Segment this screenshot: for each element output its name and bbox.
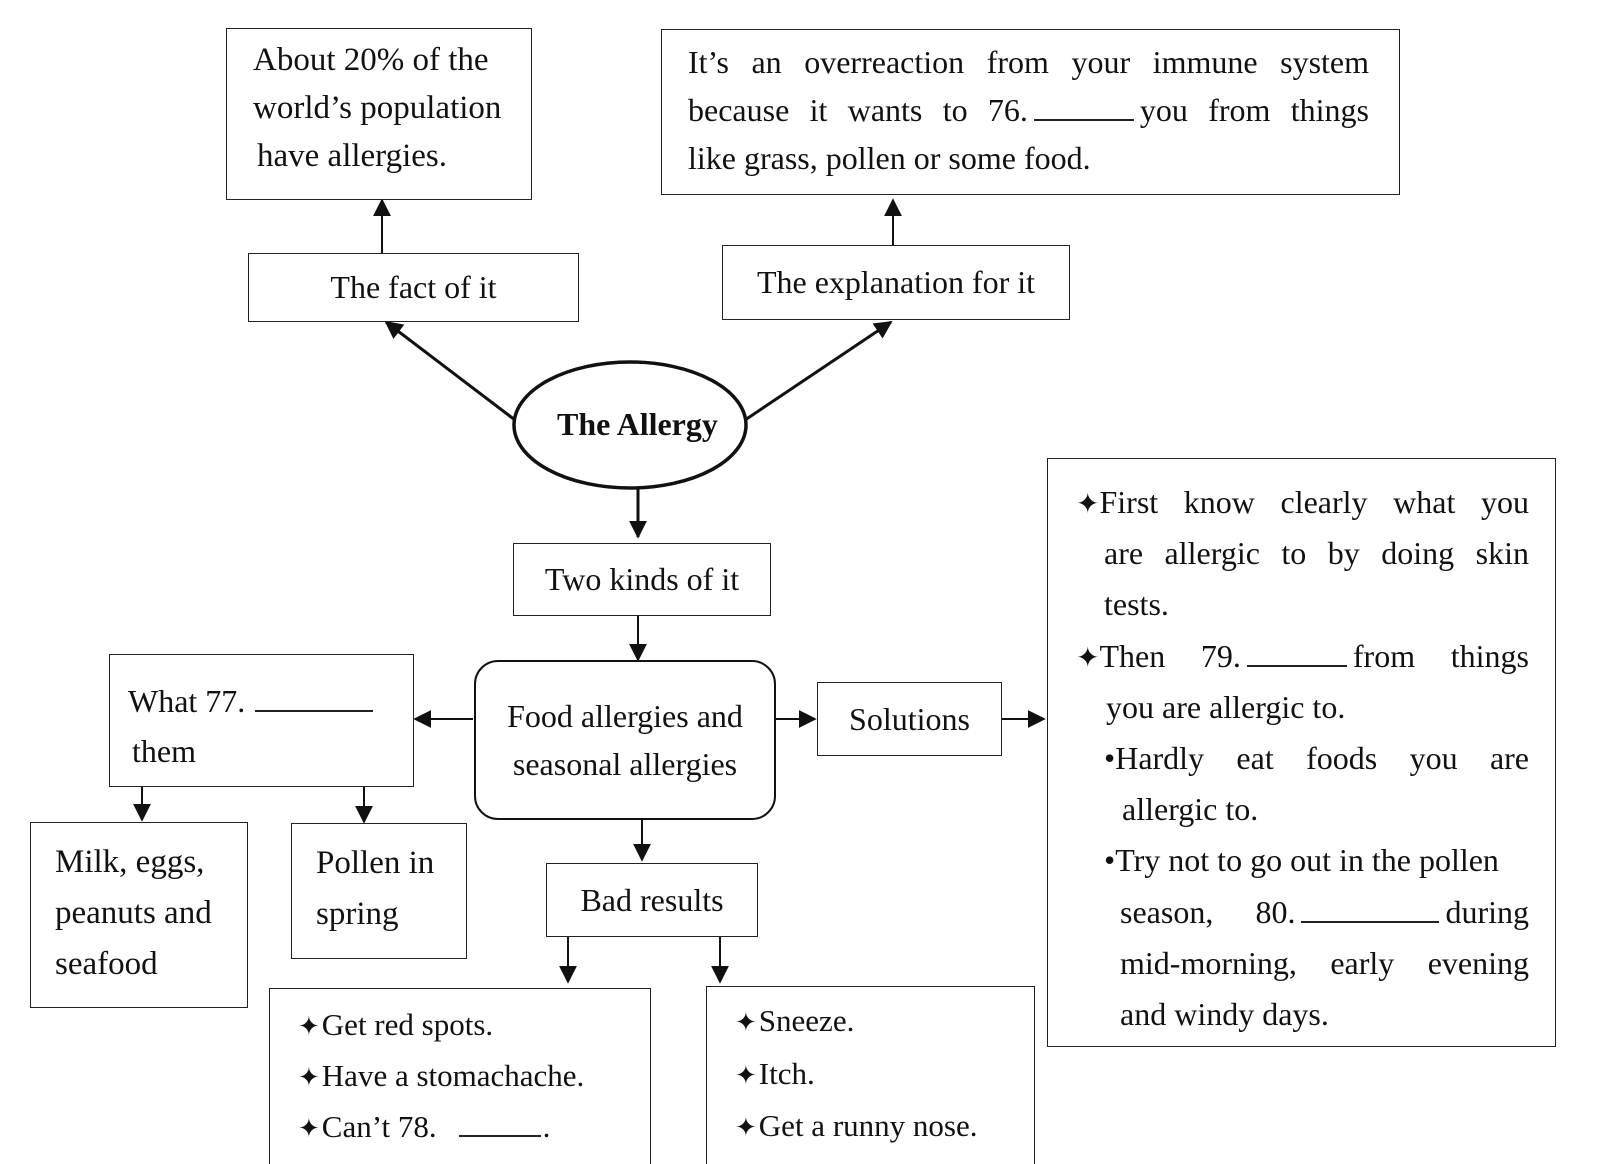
food-result-2: ✦Have a stomachache. bbox=[298, 1050, 642, 1101]
solution-bullet-2-line-1: •Try not to go out in the pollen bbox=[1076, 835, 1529, 886]
fact-line-3: have allergies. bbox=[257, 137, 447, 174]
solution-bullet-1-line-2: allergic to. bbox=[1122, 791, 1259, 828]
types-line-2: seasonal allergies bbox=[512, 746, 738, 782]
star-icon: ✦ bbox=[298, 1012, 320, 1041]
results-label-box: Bad results bbox=[546, 863, 758, 937]
star-icon: ✦ bbox=[735, 1008, 757, 1037]
food-causes-box: Milk, eggs, peanuts and seafood bbox=[30, 822, 248, 1008]
results-label: Bad results bbox=[580, 881, 724, 918]
causes-box: What 77. them bbox=[109, 654, 414, 787]
food-causes-line-1: Milk, eggs, bbox=[55, 844, 205, 880]
bullet-icon: • bbox=[1104, 842, 1116, 879]
fact-line-1: About 20% of the bbox=[253, 42, 489, 78]
solution-bullet-1-line-1-text: Hardly eat foods you are bbox=[1115, 739, 1529, 776]
types-line-1: Food allergies and bbox=[507, 698, 743, 734]
food-result-1-text: Get red spots. bbox=[321, 1007, 494, 1042]
explanation-label: The explanation for it bbox=[756, 264, 1036, 301]
bullet-icon: • bbox=[1104, 739, 1116, 776]
seasonal-causes-line-1: Pollen in bbox=[316, 845, 435, 881]
blank-79 bbox=[1246, 636, 1347, 667]
seasonal-result-2: ✦Itch. bbox=[735, 1048, 1026, 1101]
star-icon: ✦ bbox=[735, 1060, 757, 1090]
seasonal-result-1-text: Sneeze. bbox=[758, 1003, 855, 1038]
explanation-line-2-start: because it wants to 76. bbox=[688, 92, 1028, 128]
solutions-label: Solutions bbox=[849, 700, 970, 737]
seasonal-result-3-text: Get a runny nose. bbox=[758, 1108, 978, 1144]
food-result-3: ✦Can’t 78.. bbox=[298, 1107, 551, 1145]
food-result-2-text: Have a stomachache. bbox=[321, 1058, 585, 1094]
explanation-line-3: like grass, pollen or some food. bbox=[688, 140, 1091, 176]
food-results-box: ✦Get red spots. ✦Have a stomachache. ✦Ca… bbox=[269, 988, 651, 1164]
star-icon: ✦ bbox=[298, 1063, 320, 1093]
causes-line-2: them bbox=[132, 732, 196, 769]
star-icon: ✦ bbox=[1076, 642, 1100, 674]
kinds-label-box: Two kinds of it bbox=[513, 543, 771, 616]
solution-1-line-1: ✦First know clearly what you bbox=[1076, 477, 1529, 528]
solutions-label-box: Solutions bbox=[817, 682, 1002, 756]
solution-2-line-1: ✦Then 79. from things bbox=[1076, 631, 1529, 682]
seasonal-causes-line-2: spring bbox=[316, 896, 399, 933]
food-causes-line-3: seafood bbox=[55, 946, 158, 983]
food-causes-line-2: peanuts and bbox=[55, 895, 212, 932]
center-ellipse bbox=[512, 360, 748, 490]
fact-text-box: About 20% of the world’s population have… bbox=[226, 28, 532, 200]
solution-1-line-3: tests. bbox=[1104, 586, 1169, 623]
blank-80 bbox=[1301, 892, 1440, 923]
center-label: The Allergy bbox=[557, 406, 718, 442]
solution-bullet-2-line-4: and windy days. bbox=[1120, 995, 1329, 1032]
arrow-center-to-fact bbox=[384, 320, 516, 422]
solution-1-line-1-text: First know clearly what you bbox=[1099, 484, 1529, 520]
seasonal-result-2-text: Itch. bbox=[758, 1055, 815, 1091]
solution-2-line-1-start: Then 79. bbox=[1099, 637, 1241, 674]
solution-bullet-2-line-2: season, 80. during bbox=[1076, 887, 1529, 938]
solution-1-line-2: are allergic to by doing skin bbox=[1104, 535, 1529, 572]
food-result-3-text: Can’t 78. bbox=[321, 1109, 437, 1145]
arrow-center-to-explanation bbox=[744, 320, 893, 422]
explanation-line-2: because it wants to 76. you from things bbox=[688, 86, 1369, 134]
star-icon: ✦ bbox=[298, 1114, 320, 1144]
causes-line-1: What 77. bbox=[128, 677, 403, 727]
solution-bullet-1-line-1: •Hardly eat foods you are bbox=[1076, 733, 1529, 784]
explanation-line-2-end: you from things bbox=[1139, 92, 1369, 128]
seasonal-results-box: ✦Sneeze. ✦Itch. ✦Get a runny nose. bbox=[706, 986, 1035, 1164]
explanation-label-box: The explanation for it bbox=[722, 245, 1070, 320]
solution-bullet-2-line-2-start: season, 80. bbox=[1120, 893, 1296, 930]
seasonal-result-1: ✦Sneeze. bbox=[735, 995, 1026, 1048]
kinds-label: Two kinds of it bbox=[544, 561, 740, 598]
fact-label-box: The fact of it bbox=[248, 253, 579, 322]
explanation-text-box: It’s an overreaction from your immune sy… bbox=[661, 29, 1400, 195]
solution-bullet-2-line-1-text: Try not to go out in the pollen bbox=[1115, 842, 1499, 879]
solution-2-line-1-end: from things bbox=[1352, 637, 1529, 674]
fact-line-2: world’s population bbox=[253, 89, 502, 126]
seasonal-result-3: ✦Get a runny nose. bbox=[735, 1100, 1026, 1153]
blank-77 bbox=[255, 681, 374, 712]
blank-76 bbox=[1033, 90, 1134, 121]
star-icon: ✦ bbox=[735, 1113, 757, 1143]
blank-78 bbox=[458, 1107, 541, 1138]
allergy-types-box: Food allergies and seasonal allergies bbox=[474, 660, 776, 820]
solution-2-line-2: you are allergic to. bbox=[1106, 688, 1346, 725]
solutions-box: ✦First know clearly what you are allergi… bbox=[1047, 458, 1556, 1047]
fact-label: The fact of it bbox=[330, 269, 497, 306]
solution-bullet-2-line-2-end: during bbox=[1445, 893, 1529, 930]
causes-line-1-text: What 77. bbox=[128, 683, 246, 719]
star-icon: ✦ bbox=[1076, 489, 1100, 520]
seasonal-causes-box: Pollen in spring bbox=[291, 823, 467, 959]
food-result-1: ✦Get red spots. bbox=[298, 999, 642, 1050]
explanation-line-1: It’s an overreaction from your immune sy… bbox=[688, 44, 1369, 80]
solution-bullet-2-line-3: mid-morning, early evening bbox=[1120, 944, 1529, 981]
